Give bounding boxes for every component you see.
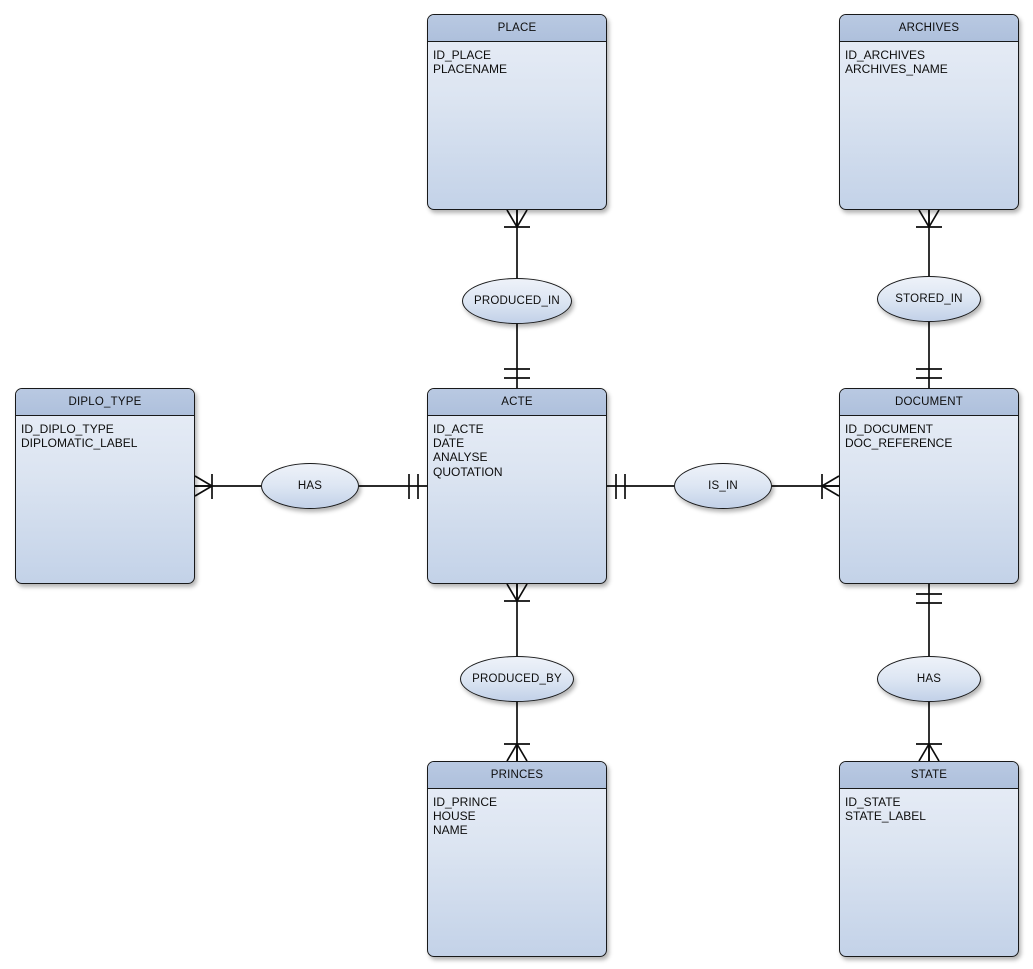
relationship-has_diplo[interactable]: HAS [261, 463, 359, 509]
attribute-row: ID_STATE [845, 795, 901, 809]
relationship-label-produced_by: PRODUCED_BY [472, 673, 562, 685]
attribute-row: ID_ARCHIVES [845, 48, 926, 62]
entity-title-archives: ARCHIVES [840, 15, 1018, 42]
entity-title-state: STATE [840, 762, 1018, 789]
attribute-row: NAME [433, 823, 468, 838]
relationship-label-has_state: HAS [916, 673, 942, 685]
relationship-label-is_in: IS_IN [708, 480, 738, 492]
attribute-row: DIPLOMATIC_LABEL [21, 436, 138, 451]
relationship-produced_in[interactable]: PRODUCED_IN [462, 278, 572, 324]
relationship-stored_in[interactable]: STORED_IN [877, 276, 981, 322]
entity-title-diplo_type: DIPLO_TYPE [16, 389, 194, 416]
attribute-row: ID_DIPLO_TYPE [21, 422, 114, 436]
attribute-row: QUOTATION [433, 464, 503, 479]
attribute-row: PLACENAME [433, 62, 508, 77]
entity-title-place: PLACE [428, 15, 606, 42]
attribute-row: DATE [433, 436, 465, 451]
attribute-row: STATE_LABEL [845, 809, 926, 824]
attribute-row: ANALYSE [433, 450, 488, 465]
attribute-row: ID_PLACE [433, 48, 492, 62]
attribute-row: DOC_REFERENCE [845, 436, 953, 451]
attribute-row: HOUSE [433, 809, 476, 824]
relationship-label-has_diplo: HAS [297, 480, 323, 492]
relationship-has_state[interactable]: HAS [877, 656, 981, 702]
relationship-produced_by[interactable]: PRODUCED_BY [460, 656, 574, 702]
relationship-is_in[interactable]: IS_IN [674, 463, 772, 509]
relationship-label-produced_in: PRODUCED_IN [474, 295, 560, 307]
attribute-row: ID_DOCUMENT [845, 422, 934, 436]
entity-title-acte: ACTE [428, 389, 606, 416]
attribute-row: ARCHIVES_NAME [845, 62, 948, 77]
relationship-label-stored_in: STORED_IN [895, 293, 963, 305]
attribute-row: ID_ACTE [433, 422, 484, 436]
entity-title-document: DOCUMENT [840, 389, 1018, 416]
attribute-row: ID_PRINCE [433, 795, 498, 809]
entity-title-princes: PRINCES [428, 762, 606, 789]
